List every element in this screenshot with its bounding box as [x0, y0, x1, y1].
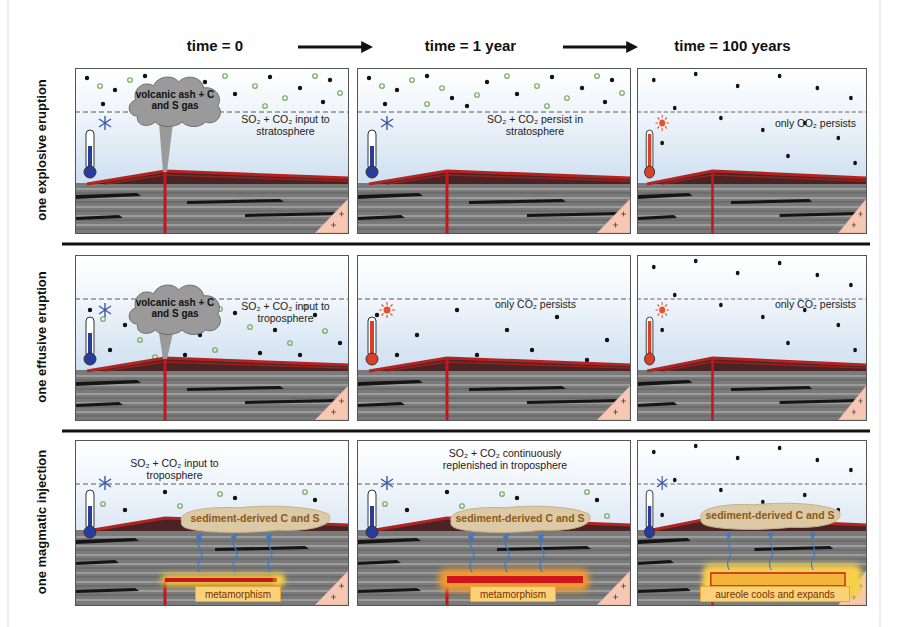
thermometer-hot: [645, 302, 669, 365]
sediment-volatiles: sediment-derived C and S: [175, 503, 335, 535]
crust-section: [75, 358, 348, 420]
gas-dots: [375, 308, 609, 362]
crust-section: [75, 171, 348, 233]
magma-tip: [275, 576, 283, 584]
panel: [637, 68, 866, 233]
thermometer-cold: [645, 476, 668, 538]
degassing-arrow: [268, 536, 272, 572]
panel: [357, 255, 630, 420]
time-arrow: [298, 46, 366, 49]
node-text: volcanic ash + C and S gas: [125, 280, 225, 336]
gas-dots: [367, 74, 625, 109]
degassing-arrow: [540, 536, 544, 572]
thermometer-hot: [645, 115, 669, 178]
thermometer-hot: [366, 302, 395, 365]
crust-section: [637, 171, 866, 233]
panel-frames: [76, 69, 867, 606]
degassing-arrow: [811, 534, 814, 570]
degassing-arrow: [770, 534, 773, 570]
sediment-volatiles: sediment-derived C and S: [695, 500, 845, 532]
node-text: sediment-derived C and S: [175, 503, 335, 535]
crust-section: [357, 171, 630, 233]
time-arrow: [563, 46, 631, 49]
page-border: [8, 0, 9, 627]
sky: [357, 68, 630, 233]
row-separator: [62, 243, 870, 246]
degassing-arrow: [470, 536, 474, 572]
ash-cloud: volcanic ash + C and S gas: [125, 280, 225, 336]
panel: [357, 440, 630, 605]
process-box: metamorphism: [470, 586, 556, 602]
page-border: [880, 0, 881, 627]
panel: [357, 68, 630, 233]
thermometer-cold: [84, 116, 111, 178]
node-text: sediment-derived C and S: [695, 500, 845, 532]
node-text: metamorphism: [196, 587, 280, 601]
panel: [637, 440, 866, 605]
magma-sill: [447, 576, 583, 583]
sky: [75, 440, 348, 605]
node-text: volcanic ash + C and S gas: [125, 72, 225, 128]
row-header: one magmatic injection: [33, 437, 51, 607]
crust-section: [357, 358, 630, 420]
node-text: sediment-derived C and S: [445, 503, 595, 535]
heat-halo: [161, 574, 285, 586]
cooled-sill: [711, 573, 845, 586]
panel-note: SO₂ + CO₂ persist in stratosphere: [470, 113, 600, 137]
process-box: metamorphism: [195, 586, 281, 602]
panel-note: SO₂ + CO₂ input to troposphere: [228, 300, 343, 324]
panel: [75, 68, 348, 233]
sky: [357, 255, 630, 420]
sky: [637, 440, 866, 605]
node-text: aureole cools and expands: [701, 587, 849, 601]
sky: [637, 255, 866, 420]
panel-note: SO₂ + CO₂ input to troposphere: [112, 457, 237, 481]
panel-note: SO₂ + CO₂ continuously replenished in tr…: [425, 447, 585, 471]
thermometer-cold: [366, 116, 393, 178]
panel-note: only CO₂ persists: [488, 298, 583, 310]
panel: [75, 255, 348, 420]
sediment-volatiles: sediment-derived C and S: [445, 503, 595, 535]
thermometer-cold: [366, 476, 393, 538]
panel-note: only CO₂ persists: [768, 117, 863, 129]
sky: [637, 68, 866, 233]
ash-cloud: volcanic ash + C and S gas: [125, 72, 225, 128]
eruption-column: [159, 123, 173, 172]
node-text: metamorphism: [471, 587, 555, 601]
row-separator: [62, 430, 870, 433]
sky: [75, 68, 348, 233]
row-header: one explosive eruption: [33, 65, 51, 235]
magma-sill: [165, 578, 277, 582]
panel: [75, 440, 348, 605]
thermometer-cold: [84, 303, 111, 365]
panel-note: SO₂ + CO₂ input to stratosphere: [228, 113, 343, 137]
degassing-arrow: [198, 536, 202, 572]
column-header: time = 1 year: [408, 37, 533, 54]
degassing-arrow: [728, 534, 731, 570]
eruption-column: [159, 333, 173, 359]
sky: [75, 255, 348, 420]
column-header: time = 0: [155, 37, 275, 54]
crust-section: [637, 358, 866, 420]
thermometer-cold: [84, 476, 111, 538]
degassing-arrow: [505, 536, 509, 572]
crust-section: [637, 518, 866, 605]
column-header: time = 100 years: [660, 37, 805, 54]
sky: [357, 440, 630, 605]
panel-note: only CO₂ persists: [768, 298, 863, 310]
row-header: one effusive eruption: [33, 252, 51, 422]
panel: [637, 255, 866, 420]
degassing-arrow: [233, 536, 237, 572]
process-box: aureole cools and expands: [700, 586, 850, 602]
